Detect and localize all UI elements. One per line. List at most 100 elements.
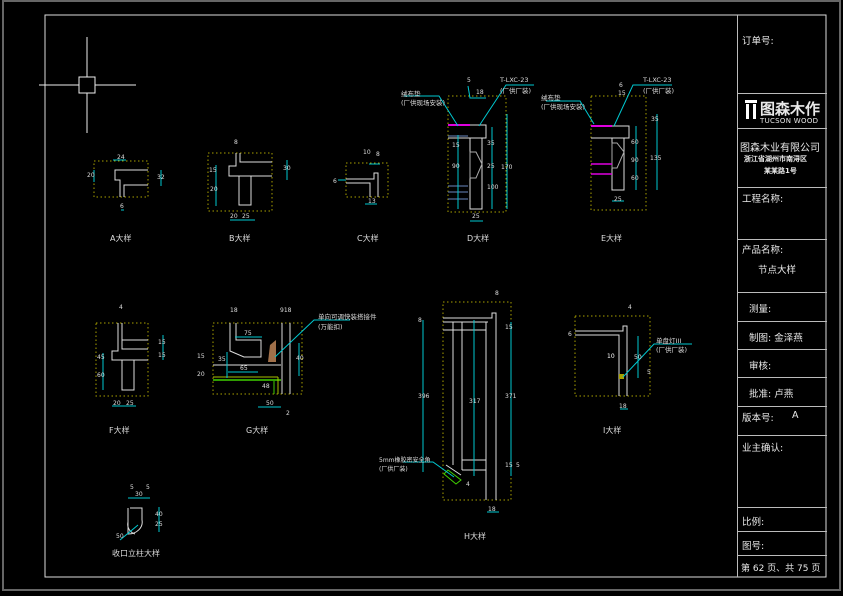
product-name-value: 节点大样 (758, 265, 797, 276)
dim-g-6: 35 (218, 356, 226, 363)
dim-i-3: 10 (607, 353, 615, 360)
dim-b-4: 30 (283, 165, 291, 172)
dim-c-3: 6 (333, 178, 337, 185)
company-name: 图森木业有限公司 (740, 143, 820, 154)
detail-d (404, 84, 534, 222)
detail-b (207, 152, 288, 221)
note-g-connector-sub: (万能扣) (318, 323, 343, 331)
dim-h-10: 18 (488, 506, 496, 513)
dim-e-5: 90 (631, 157, 639, 164)
caption-detail-e: E大样 (601, 234, 623, 243)
note-e-part-sub: (厂供厂装) (643, 87, 675, 95)
dim-f-4: 45 (97, 354, 105, 361)
dim-g-9: 48 (262, 383, 270, 390)
dim-h-5: 371 (505, 393, 517, 400)
tb-project: 工程名称: (738, 187, 827, 239)
dim-g-3: 75 (244, 330, 252, 337)
dim-d-1: 5 (467, 77, 471, 84)
dim-f-5: 20 (113, 400, 121, 407)
order-no-label: 订单号: (742, 36, 774, 47)
note-h-corner-sub: (厂供厂装) (379, 466, 408, 473)
dim-d-4: 35 (487, 140, 495, 147)
dim-f-3: 15 (158, 352, 166, 359)
dim-f-1: 4 (119, 304, 123, 311)
dim-d-6: 25 (487, 163, 495, 170)
dim-f-2: 15 (158, 339, 166, 346)
note-h-corner: 5mm橡胶密安全角 (379, 457, 431, 464)
caption-detail-h: H大样 (464, 532, 487, 541)
dim-e-4: 60 (631, 139, 639, 146)
dim-e-6: 60 (631, 175, 639, 182)
drawing-no-label: 图号: (742, 541, 765, 552)
dim-g-1: 18 (230, 307, 238, 314)
note-d-part: T-LXC-23 (500, 76, 529, 84)
tb-drawing-no: 图号: (738, 531, 827, 555)
dim-g-7: 65 (240, 365, 248, 372)
drawn-by: 制图: 金泽燕 (749, 333, 803, 344)
dim-b-5: 20 (230, 213, 238, 220)
note-d-pad: 绒布垫 (401, 90, 421, 98)
dim-h-7: 15 (505, 462, 513, 469)
dim-h-1: 8 (495, 290, 499, 297)
dim-j-1: 5 (130, 484, 134, 491)
dim-e-3: 35 (651, 116, 659, 123)
dim-g-8: 40 (296, 355, 304, 362)
dim-g-4: 15 (197, 353, 205, 360)
dim-b-3: 20 (210, 186, 218, 193)
caption-detail-c: C大样 (357, 234, 379, 243)
detail-c (338, 162, 389, 205)
dim-j-2: 30 (135, 491, 143, 498)
approved-by: 批准: 卢燕 (749, 389, 794, 400)
note-e-pad-sub: (厂供现场安装) (541, 103, 586, 111)
tb-version: 版本号: A (738, 406, 827, 435)
detail-i (574, 315, 692, 410)
dim-b-6: 25 (242, 213, 250, 220)
inner-frame (44, 14, 827, 578)
note-e-part: T-LXC-23 (643, 76, 672, 84)
tb-owner-confirm: 业主确认: (738, 435, 827, 507)
dim-h-8: 5 (516, 462, 520, 469)
tb-page-info: 第 62 页、共 75 页 (738, 555, 827, 577)
dim-g-11: 2 (286, 410, 290, 417)
dim-b-2: 15 (209, 167, 217, 174)
dim-g-2: 918 (280, 307, 292, 314)
version-label: 版本号: (742, 413, 774, 424)
tb-drawn-by: 制图: 金泽燕 (738, 321, 827, 349)
detail-e (546, 84, 672, 211)
dim-c-2: 8 (376, 151, 380, 158)
caption-detail-post: 收口立柱大样 (112, 549, 160, 558)
dim-h-2: 8 (418, 317, 422, 324)
dim-a-1: 24 (117, 154, 125, 161)
dim-i-4: 50 (634, 354, 642, 361)
scale-label: 比例: (742, 517, 765, 528)
dim-d-7: 100 (487, 184, 499, 191)
dim-g-10: 50 (266, 400, 274, 407)
detail-j (119, 497, 160, 541)
logo-en-text: TUCSON WOOD (760, 117, 819, 125)
caption-detail-g: G大样 (246, 426, 269, 435)
note-i-light: 单盘灯III (656, 337, 682, 345)
logo-cn-text: 图森木作 (760, 100, 821, 118)
tb-logo: 图森木作 TUCSON WOOD (738, 93, 827, 128)
dim-h-6: 15 (505, 324, 513, 331)
dim-d-2: 18 (476, 89, 484, 96)
dim-c-4: 13 (368, 198, 376, 205)
tb-approved: 批准: 卢燕 (738, 377, 827, 406)
dim-d-8: 170 (501, 164, 513, 171)
note-i-light-sub: (厂供厂装) (656, 346, 688, 354)
dim-d-5: 90 (452, 163, 460, 170)
tb-company: 图森木业有限公司 浙江省湖州市南浔区 某某路1号 (738, 128, 827, 187)
tb-order-no: 订单号: (738, 15, 827, 93)
detail-f (95, 322, 164, 407)
dim-c-1: 10 (363, 149, 371, 156)
caption-detail-i: I大样 (603, 426, 622, 435)
company-address-2: 某某路1号 (764, 167, 797, 175)
note-e-pad: 绒布垫 (541, 94, 561, 102)
dim-i-5: 5 (647, 369, 651, 376)
dim-e-2: 15 (618, 90, 626, 97)
dim-g-5: 20 (197, 371, 205, 378)
dim-i-6: 18 (619, 403, 627, 410)
product-name-label: 产品名称: (742, 245, 784, 256)
